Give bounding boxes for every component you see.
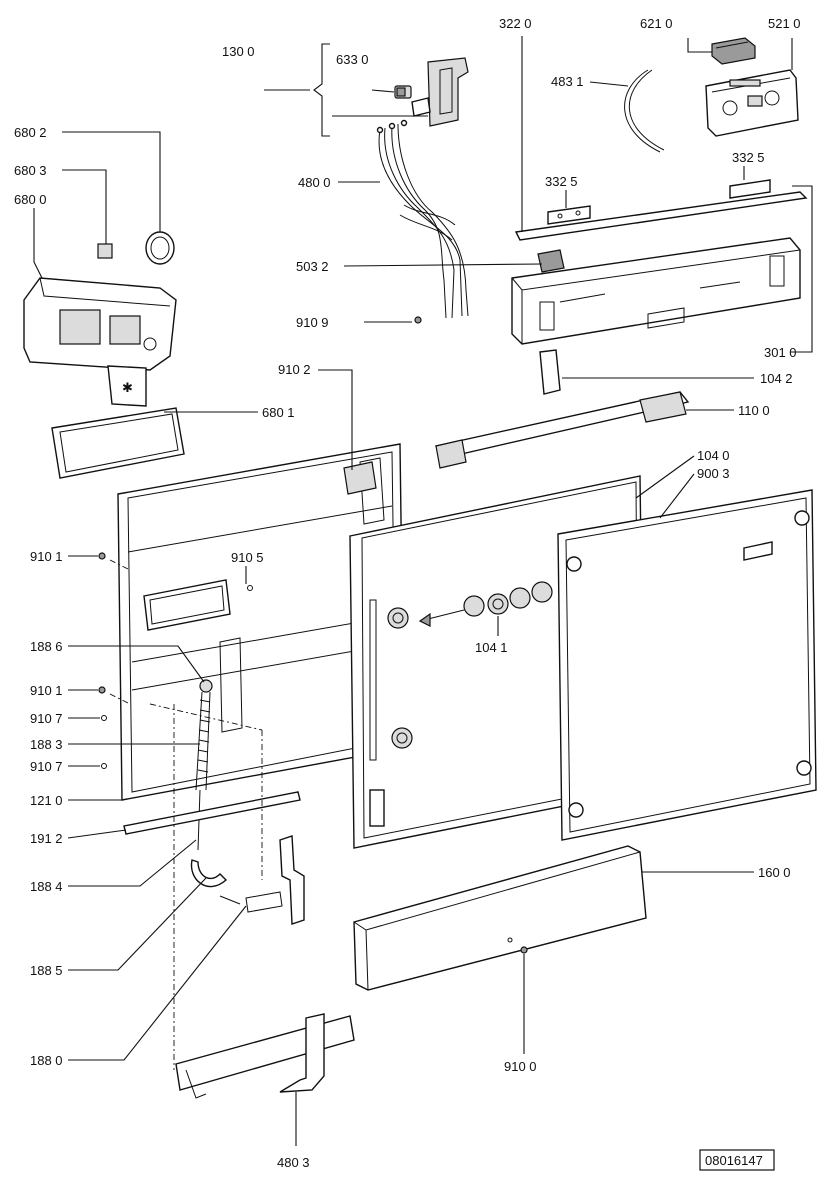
callout-480-0: 480 0 (298, 175, 331, 190)
callout-503-2: 503 2 (296, 259, 329, 274)
callout-910-5: 910 5 (231, 550, 264, 565)
reference-code: 08016147 (705, 1153, 763, 1168)
part-900-outer-door (557, 489, 817, 841)
callout-104-0: 104 0 (697, 448, 730, 463)
part-503-connector (537, 249, 565, 273)
callout-680-2: 680 2 (14, 125, 47, 140)
callout-191-2: 191 2 (30, 831, 63, 846)
part-910-2-hinge (343, 461, 377, 495)
part-104-1-knobs (418, 581, 553, 627)
callout-680-3: 680 3 (14, 163, 47, 178)
part-910-0-screw (520, 946, 528, 954)
part-121-inner-door (117, 443, 405, 801)
part-633-switch (394, 85, 412, 99)
callout-680-1: 680 1 (262, 405, 295, 420)
callout-110-0: 110 0 (738, 403, 770, 418)
part-191-strip (123, 791, 301, 835)
part-910-9-screw (414, 316, 422, 324)
part-621-module (711, 37, 756, 65)
part-480-wiring-harness (376, 119, 469, 319)
part-680-1-gasket (51, 407, 185, 479)
callout-910-2: 910 2 (278, 362, 311, 377)
part-160-kick-plate (353, 845, 647, 991)
callout-910-0: 910 0 (504, 1059, 537, 1074)
callout-910-1-bottom: 910 1 (30, 683, 63, 698)
part-188-hinge-plate (245, 835, 305, 925)
callout-160-0: 160 0 (758, 865, 791, 880)
leader-lines (33, 36, 813, 1146)
part-680-2-ring-seal (145, 231, 175, 265)
part-332-5-clip-left (547, 205, 591, 225)
part-680-3-clip (97, 243, 113, 259)
reference-code-box: 08016147 (699, 1149, 775, 1171)
part-483-arc-cable (624, 69, 665, 153)
part-322-strip (514, 191, 808, 241)
part-680-dispenser: ✱ (23, 277, 177, 407)
callout-332-5-right: 332 5 (732, 150, 765, 165)
callout-121-0: 121 0 (30, 793, 63, 808)
callout-900-3: 900 3 (697, 466, 730, 481)
callout-480-3: 480 3 (277, 1155, 310, 1170)
callout-labels: 130 0 633 0 322 0 621 0 521 0 483 1 680 … (14, 16, 801, 1170)
callout-910-7-b: 910 7 (30, 759, 63, 774)
callout-188-6: 188 6 (30, 639, 63, 654)
callout-521-0: 521 0 (768, 16, 801, 31)
part-480-3-bracket (175, 1013, 355, 1099)
assembly-guide-lines (109, 559, 263, 1070)
part-188-spring-assembly (190, 679, 241, 905)
part-332-5-clip-right (729, 179, 771, 199)
callout-910-9: 910 9 (296, 315, 329, 330)
part-910-screws (98, 552, 253, 769)
callout-188-3: 188 3 (30, 737, 63, 752)
callout-188-4: 188 4 (30, 879, 63, 894)
callout-483-1: 483 1 (551, 74, 584, 89)
callout-322-0: 322 0 (499, 16, 532, 31)
callout-910-7-a: 910 7 (30, 711, 63, 726)
part-110-handle-bar (434, 391, 690, 469)
part-521-control-board (705, 69, 799, 137)
part-130-lock-bracket (411, 57, 469, 127)
callout-621-0: 621 0 (640, 16, 673, 31)
callout-104-1: 104 1 (475, 640, 508, 655)
part-104-2-bracket (539, 349, 561, 395)
part-301-control-panel (511, 237, 801, 345)
callout-130-0: 130 0 (222, 44, 255, 59)
callout-188-5: 188 5 (30, 963, 63, 978)
callout-188-0: 188 0 (30, 1053, 63, 1068)
callout-301-0: 301 0 (764, 345, 797, 360)
callout-104-2: 104 2 (760, 371, 793, 386)
callout-680-0: 680 0 (14, 192, 47, 207)
svg-text:✱: ✱ (122, 380, 133, 395)
callout-910-1-top: 910 1 (30, 549, 63, 564)
callout-633-0: 633 0 (336, 52, 369, 67)
callout-332-5-left: 332 5 (545, 174, 578, 189)
